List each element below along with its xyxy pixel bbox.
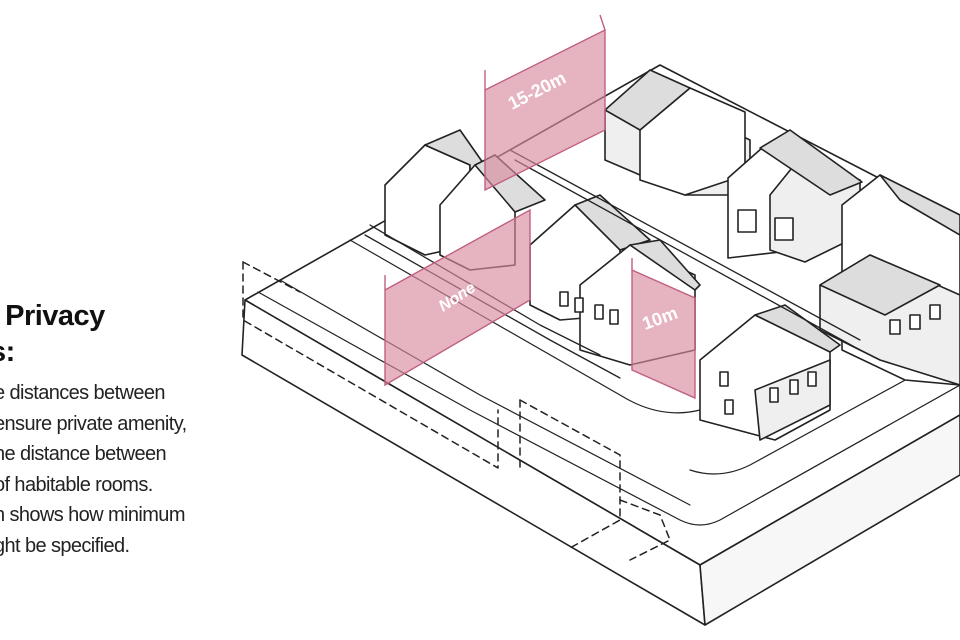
caption-title-line: s: [0,336,15,368]
caption-body-line: ensure private amenity, [0,412,187,435]
caption-body-line: of habitable rooms. [0,473,153,496]
zone-side [631,268,696,400]
caption-title-line: . Privacy [0,300,105,332]
zone-rear-gardens [484,28,606,192]
front-terrace [384,129,701,366]
zone-front [384,208,531,387]
caption-panel: . Privacy s: e distances between ensure … [0,0,240,640]
dashed-plot-outlines [242,261,671,561]
corner-buildings [819,174,960,386]
caption-title: . Privacy s: [0,298,105,370]
garden-walls [364,149,861,379]
caption-body-line: ght be specified. [0,534,130,557]
corner-house [699,304,841,441]
caption-body-line: e distances between [0,382,166,404]
caption-body-line: n shows how minimum [0,504,185,526]
privacy-zones [384,14,696,400]
caption-body-line: he distance between [0,443,167,465]
caption-body: e distances between ensure private ameni… [0,378,240,561]
